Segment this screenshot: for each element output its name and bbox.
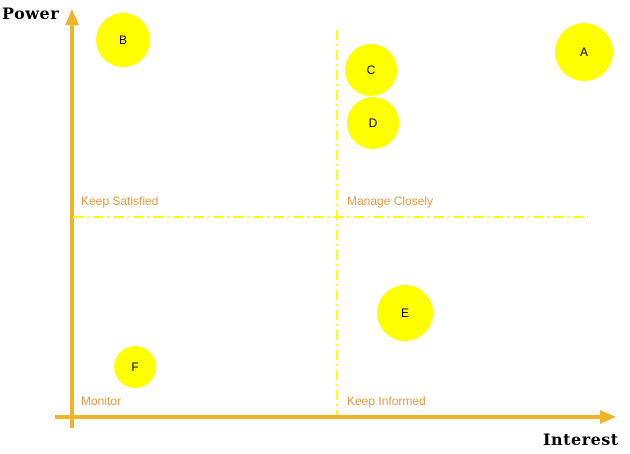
bubble-E: E	[377, 285, 433, 341]
y-axis-arrowhead-icon	[65, 9, 79, 25]
x-axis-arrowhead-icon	[600, 410, 616, 424]
quadrant-label-monitor: Monitor	[81, 394, 122, 408]
y-axis-label: Power	[2, 4, 60, 23]
x-axis-label: Interest	[543, 430, 619, 449]
quadrant-label-keep-satisfied: Keep Satisfied	[81, 194, 159, 208]
quadrant-label-keep-informed: Keep Informed	[347, 394, 426, 408]
bubble-D: D	[347, 97, 399, 149]
quadrant-label-manage-closely: Manage Closely	[347, 194, 434, 208]
bubble-C: C	[345, 44, 397, 96]
bubble-F: F	[114, 346, 156, 388]
bubble-B: B	[96, 13, 150, 67]
bubble-A: A	[555, 23, 613, 81]
